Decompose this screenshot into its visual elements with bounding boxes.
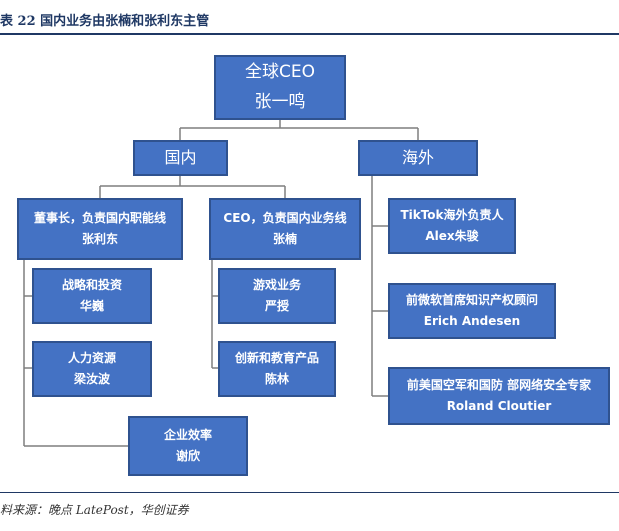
node-security-name: Roland Cloutier [446, 399, 552, 413]
node-overseas: 海外 [358, 140, 478, 176]
figure-title: 表 22 国内业务由张楠和张利东主管 [0, 14, 210, 29]
node-overseas-label: 海外 [401, 148, 434, 167]
node-global-ceo-title: 全球CEO [245, 61, 315, 82]
node-efficiency-name: 谢欣 [175, 449, 200, 463]
node-strategy-role: 战略和投资 [61, 278, 122, 292]
node-zhang-lidong: 董事长，负责国内职能线 张利东 [17, 198, 183, 260]
node-efficiency-role: 企业效率 [163, 428, 212, 442]
node-zhang-nan-role: CEO，负责国内业务线 [223, 211, 347, 225]
node-gaming-name: 严授 [264, 299, 289, 313]
top-rule [0, 33, 619, 35]
node-zhang-lidong-role: 董事长，负责国内职能线 [33, 211, 166, 225]
node-tiktok: TikTok海外负责人 Alex朱骏 [388, 198, 516, 254]
node-global-ceo: 全球CEO 张一鸣 [214, 55, 346, 120]
node-tiktok-role: TikTok海外负责人 [400, 208, 504, 222]
node-education-role: 创新和教育产品 [234, 351, 319, 365]
node-cybersecurity: 前美国空军和国防 部网络安全专家 Roland Cloutier [388, 367, 610, 425]
node-strategy-name: 华巍 [79, 299, 104, 313]
bottom-rule [0, 492, 619, 493]
node-gaming: 游戏业务 严授 [218, 268, 336, 324]
node-enterprise-efficiency: 企业效率 谢欣 [128, 416, 248, 476]
node-innovation-education: 创新和教育产品 陈林 [218, 341, 336, 397]
node-global-ceo-name: 张一鸣 [254, 91, 306, 112]
node-zhang-lidong-name: 张利东 [81, 232, 118, 246]
node-domestic-label: 国内 [164, 148, 197, 167]
node-ip-name: Erich Andesen [423, 314, 521, 328]
node-gaming-role: 游戏业务 [252, 278, 301, 292]
source-note: 料来源：晚点 LatePost，华创证券 [0, 503, 189, 517]
node-ip-role: 前微软首席知识产权顾问 [405, 293, 538, 307]
node-hr-name: 梁汝波 [73, 372, 110, 386]
node-strategy-investment: 战略和投资 华巍 [32, 268, 152, 324]
node-human-resources: 人力资源 梁汝波 [32, 341, 152, 397]
node-zhang-nan: CEO，负责国内业务线 张楠 [209, 198, 361, 260]
node-hr-role: 人力资源 [67, 351, 116, 365]
node-tiktok-name: Alex朱骏 [425, 229, 479, 243]
node-domestic: 国内 [133, 140, 228, 176]
node-zhang-nan-name: 张楠 [272, 232, 297, 246]
node-security-role: 前美国空军和国防 部网络安全专家 [406, 378, 592, 392]
node-ip-counsel: 前微软首席知识产权顾问 Erich Andesen [388, 283, 556, 339]
node-education-name: 陈林 [264, 372, 289, 386]
